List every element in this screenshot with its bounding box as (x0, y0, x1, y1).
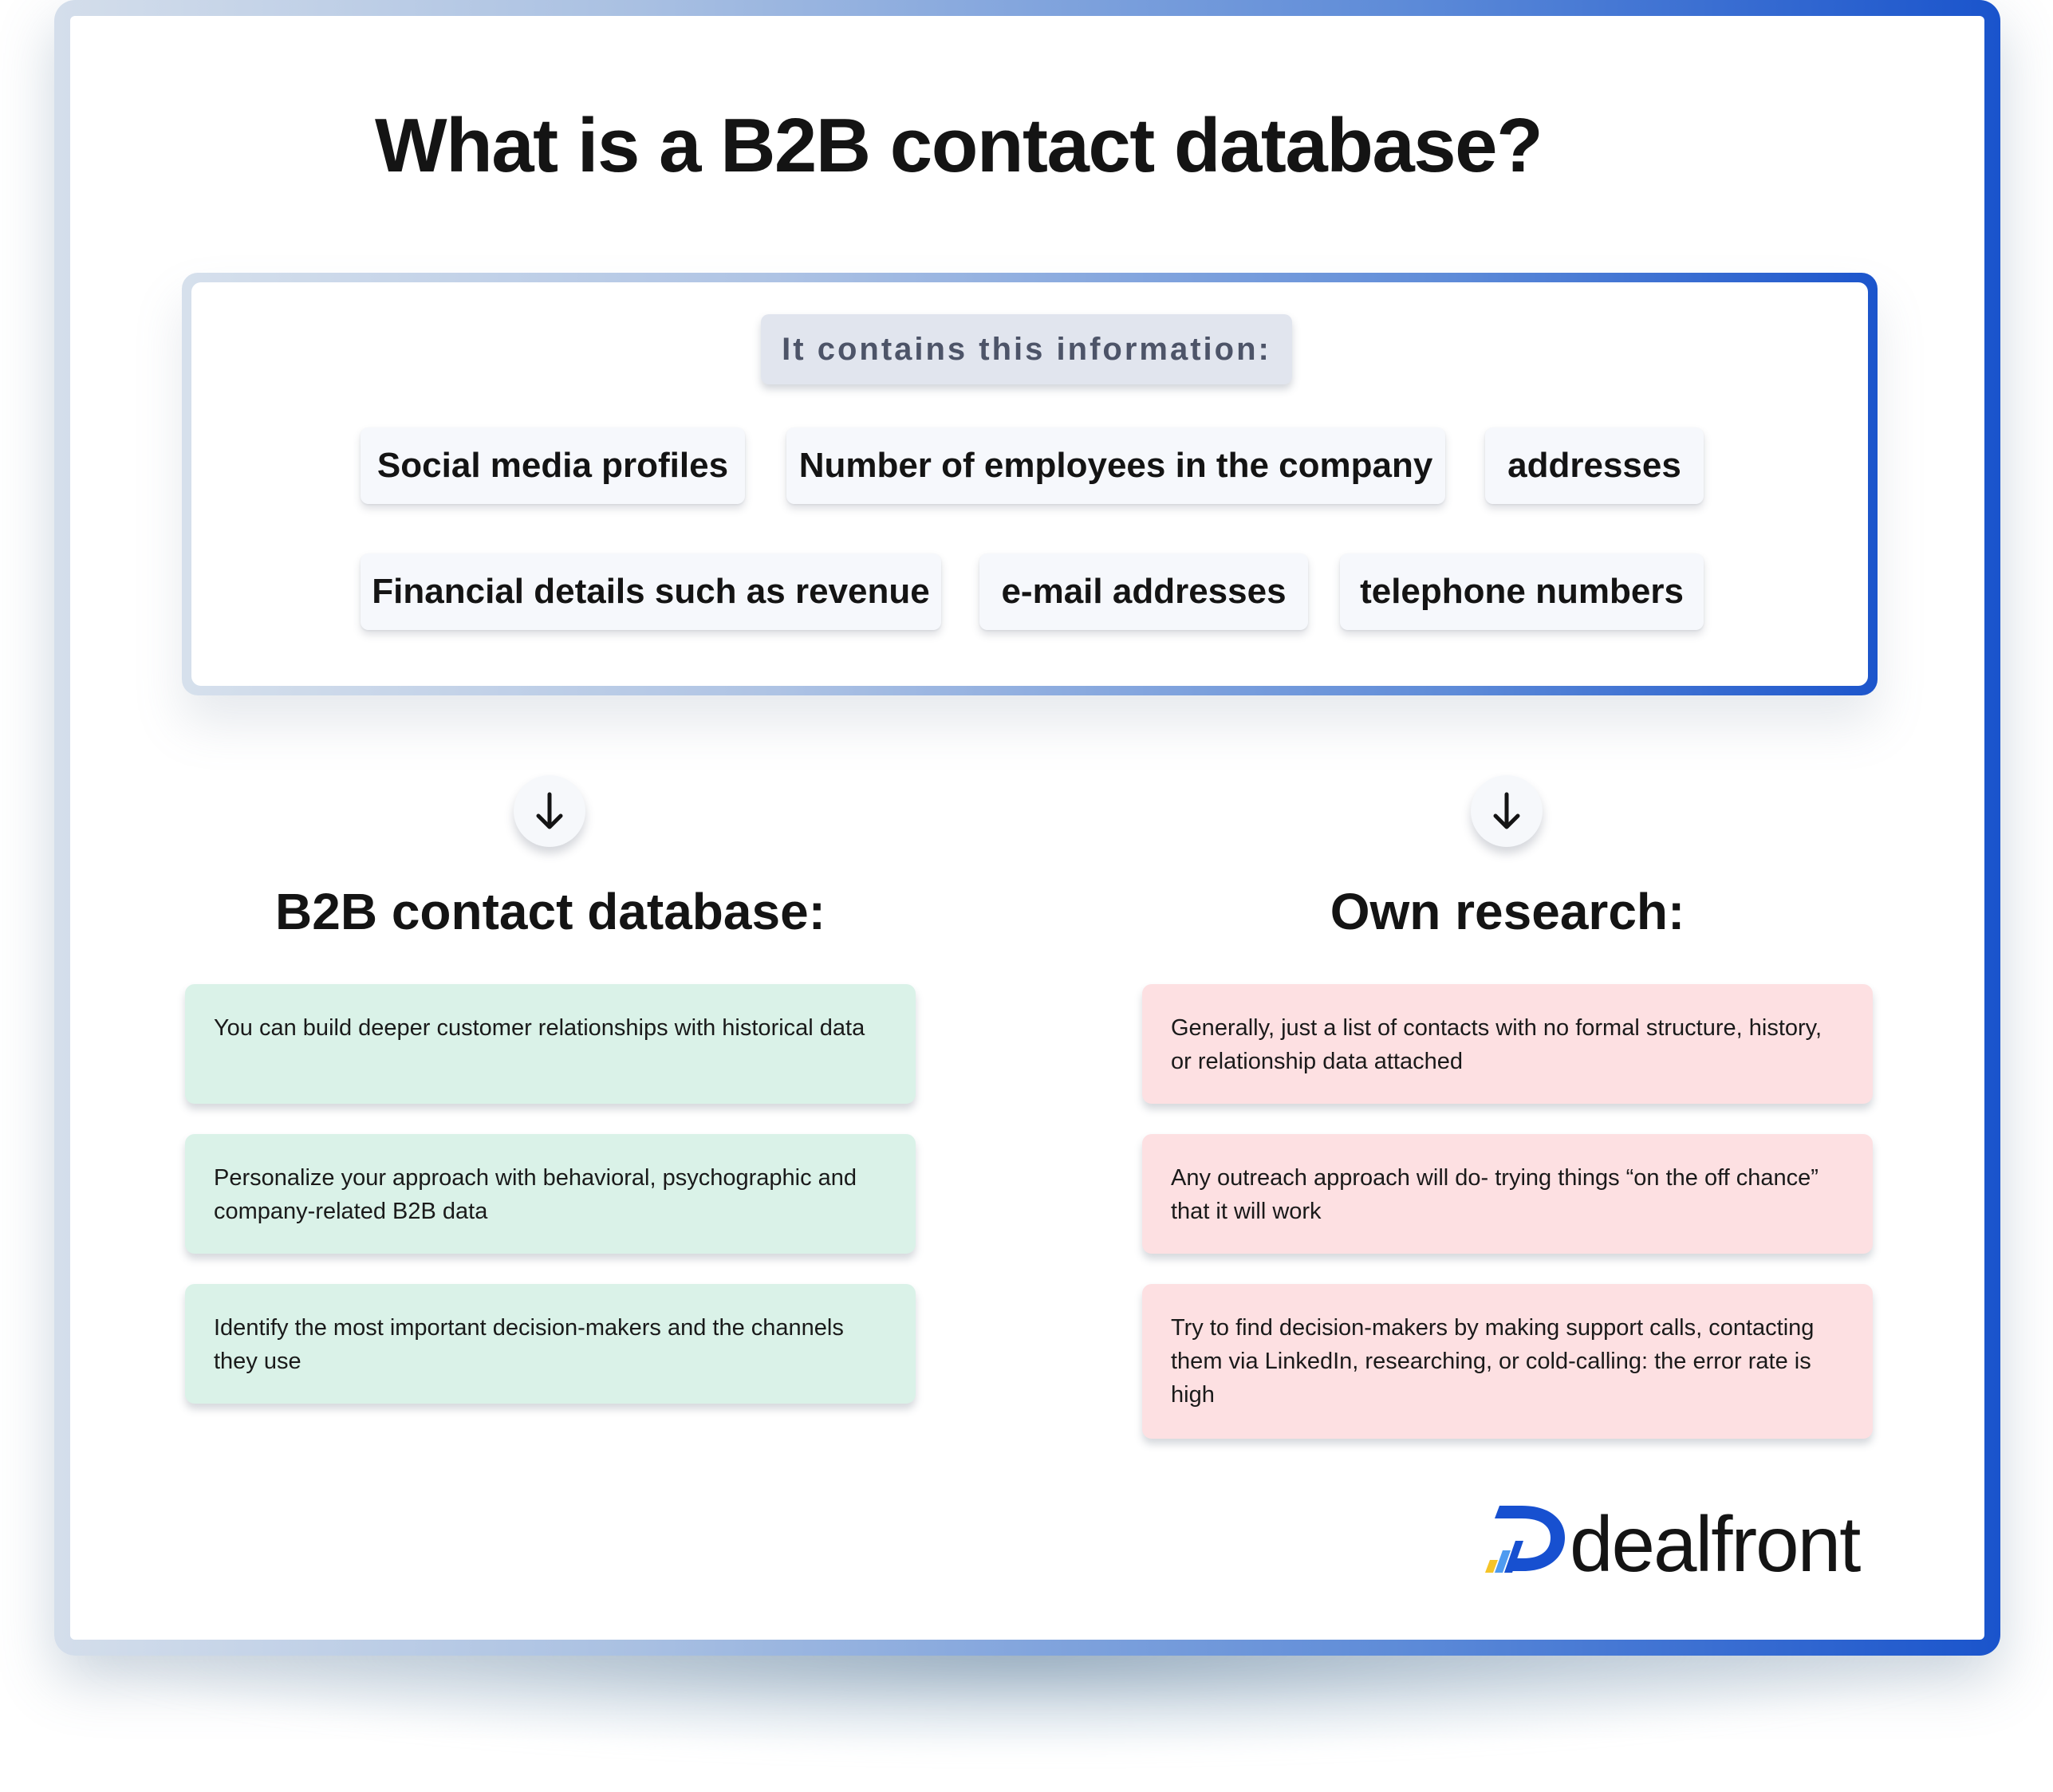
pro-item-1: You can build deeper customer relationsh… (185, 984, 916, 1104)
con-item-2: Any outreach approach will do- trying th… (1142, 1134, 1873, 1254)
right-down-arrow-icon (1471, 775, 1543, 847)
info-chip-email: e-mail addresses (979, 553, 1308, 630)
info-chip-social-media: Social media profiles (361, 427, 745, 504)
info-chip-addresses: addresses (1485, 427, 1704, 504)
left-down-arrow-icon (514, 775, 585, 847)
dealfront-logo-text: dealfront (1570, 1500, 1861, 1588)
pro-item-2: Personalize your approach with behaviora… (185, 1134, 916, 1254)
info-chip-employees: Number of employees in the company (786, 427, 1445, 504)
page-title: What is a B2B contact database? (375, 103, 1543, 188)
con-item-1: Generally, just a list of contacts with … (1142, 984, 1873, 1104)
right-column-heading: Own research: (1330, 883, 1685, 940)
left-column-heading: B2B contact database: (275, 883, 826, 940)
info-box-label: It contains this information: (761, 314, 1292, 384)
con-item-3: Try to find decision-makers by making su… (1142, 1284, 1873, 1439)
pro-item-3: Identify the most important decision-mak… (185, 1284, 916, 1404)
info-chip-telephone: telephone numbers (1340, 553, 1704, 630)
dealfront-logo-icon (1485, 1506, 1565, 1573)
info-chip-financial: Financial details such as revenue (361, 553, 941, 630)
